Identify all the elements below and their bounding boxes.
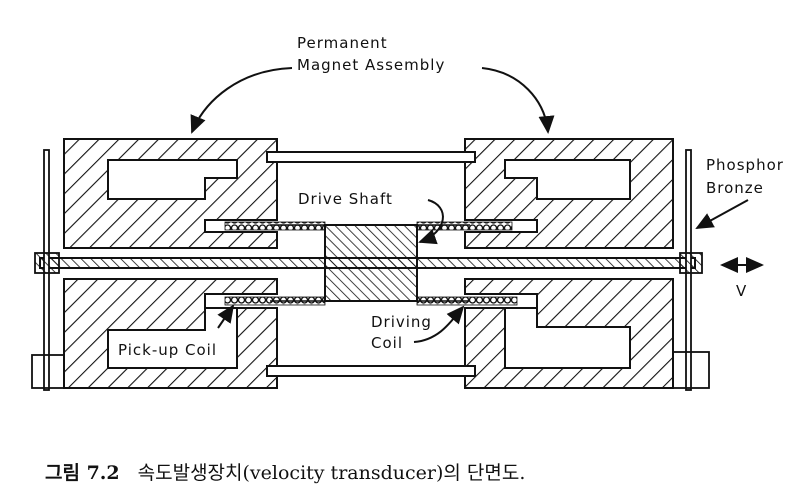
left-upper-magnet: [63, 138, 278, 249]
phosphor-leader: [695, 199, 749, 229]
magnet-label-line2: Magnet Assembly: [297, 56, 445, 74]
pickup-coil-label: Pick-up Coil: [118, 341, 217, 359]
phosphor-label-line2: Bronze: [706, 179, 764, 197]
right-lower-magnet: [464, 278, 674, 389]
right-upper-magnet: [464, 138, 674, 249]
pickup-coil-leader: [217, 304, 235, 329]
driving-coil-leader: [413, 305, 465, 343]
velocity-label: V: [736, 282, 747, 300]
drive-shaft-label: Drive Shaft: [298, 190, 393, 208]
figure-number: 그림 7.2: [45, 462, 120, 484]
right-clamp: [679, 252, 703, 274]
driving-coil-label-line1: Driving: [371, 313, 432, 331]
magnet-right-leader: [481, 67, 555, 134]
left-clamp: [34, 252, 60, 274]
magnet-left-leader: [190, 67, 293, 134]
upper-spacer-rod: [266, 151, 476, 163]
upper-right-coil: [416, 221, 513, 231]
lower-spacer-rod: [266, 365, 476, 377]
drive-shaft-leader: [418, 199, 444, 245]
lower-right-coil: [416, 296, 518, 306]
figure-caption: 그림 7.2 속도발생장치(velocity transducer)의 단면도.: [45, 458, 525, 485]
figure-caption-text: 속도발생장치(velocity transducer)의 단면도.: [137, 462, 526, 484]
phosphor-label-line1: Phosphor: [706, 156, 784, 174]
driving-coil-label-line2: Coil: [371, 334, 403, 352]
left-lower-magnet: [63, 278, 278, 389]
upper-left-coil: [224, 221, 326, 231]
lower-left-coil: [224, 296, 326, 306]
left-base: [31, 354, 65, 389]
right-base: [672, 351, 710, 389]
magnet-label-line1: Permanent: [297, 34, 388, 52]
velocity-transducer-diagram: Permanent Magnet Assembly Drive Shaft Ph…: [31, 34, 784, 391]
drive-shaft-block: [324, 224, 418, 302]
